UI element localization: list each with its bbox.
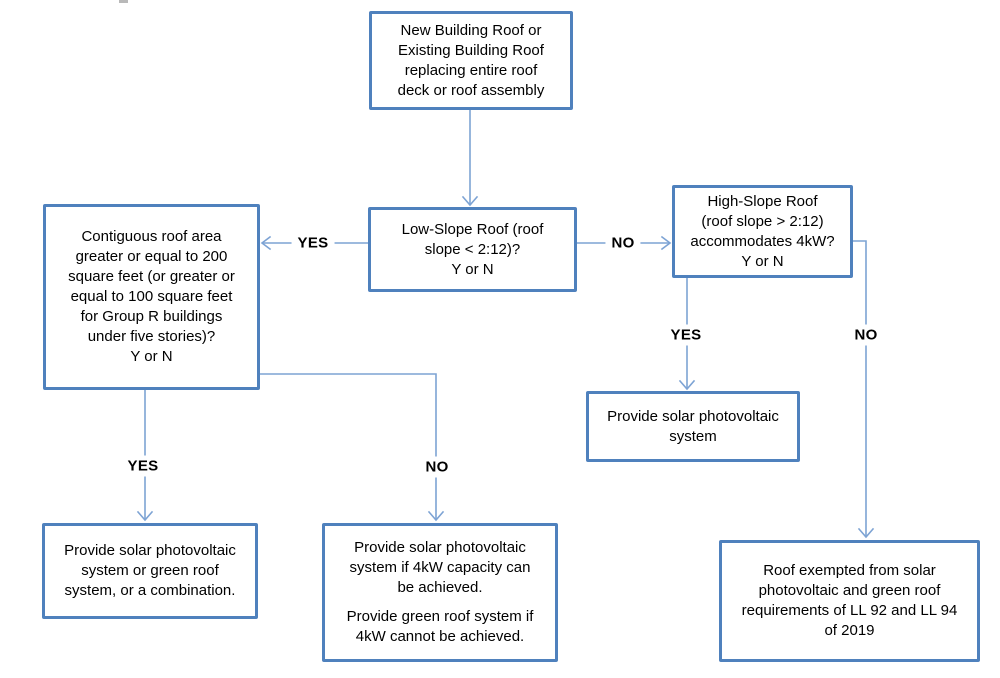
node-roof-exempted-text: Roof exempted from solar photovoltaic an… bbox=[741, 562, 958, 639]
edge-label-high-slope-no: NO bbox=[848, 324, 884, 346]
edge-label-contiguous-yes: YES bbox=[121, 455, 165, 477]
connector-contiguous-yes-to-pv-or-green bbox=[136, 389, 154, 522]
node-provide-solar-pv-text: Provide solar photovoltaic system bbox=[607, 407, 779, 445]
edge-label-low-slope-no: NO bbox=[605, 232, 641, 254]
node-high-slope-decision-text: High-Slope Roof (roof slope > 2:12) acco… bbox=[690, 192, 835, 270]
node-provide-pv-or-green-roof: Provide solar photovoltaic system or gre… bbox=[42, 523, 258, 619]
edge-label-contiguous-no: NO bbox=[419, 456, 455, 478]
node-contiguous-area-decision-text: Contiguous roof area greater or equal to… bbox=[68, 228, 235, 365]
node-provide-pv-if-4kw-para2: Provide green roof system if 4kW cannot … bbox=[346, 608, 534, 645]
node-provide-pv-if-4kw-para1: Provide solar photovoltaic system if 4kW… bbox=[349, 539, 531, 596]
edge-label-high-slope-yes: YES bbox=[664, 324, 708, 346]
node-low-slope-decision-text: Low-Slope Roof (roof slope < 2:12)? Y or… bbox=[401, 220, 544, 278]
node-contiguous-area-decision: Contiguous roof area greater or equal to… bbox=[43, 204, 260, 390]
node-provide-solar-pv: Provide solar photovoltaic system bbox=[586, 391, 800, 462]
node-low-slope-decision: Low-Slope Roof (roof slope < 2:12)? Y or… bbox=[368, 207, 577, 292]
connector-start-to-low-slope bbox=[461, 109, 479, 207]
edge-label-low-slope-yes: YES bbox=[291, 232, 335, 254]
node-provide-pv-if-4kw: Provide solar photovoltaic system if 4kW… bbox=[322, 523, 558, 662]
cropped-text-artifact bbox=[119, 0, 128, 3]
node-high-slope-decision: High-Slope Roof (roof slope > 2:12) acco… bbox=[672, 185, 853, 278]
connector-contiguous-no-to-pv-if-4kw bbox=[259, 373, 445, 522]
connector-high-slope-no-to-exempt bbox=[852, 240, 875, 539]
node-new-building-roof-text: New Building Roof or Existing Building R… bbox=[397, 21, 545, 99]
node-provide-pv-or-green-roof-text: Provide solar photovoltaic system or gre… bbox=[64, 542, 236, 599]
node-roof-exempted: Roof exempted from solar photovoltaic an… bbox=[719, 540, 980, 662]
node-new-building-roof: New Building Roof or Existing Building R… bbox=[369, 11, 573, 110]
